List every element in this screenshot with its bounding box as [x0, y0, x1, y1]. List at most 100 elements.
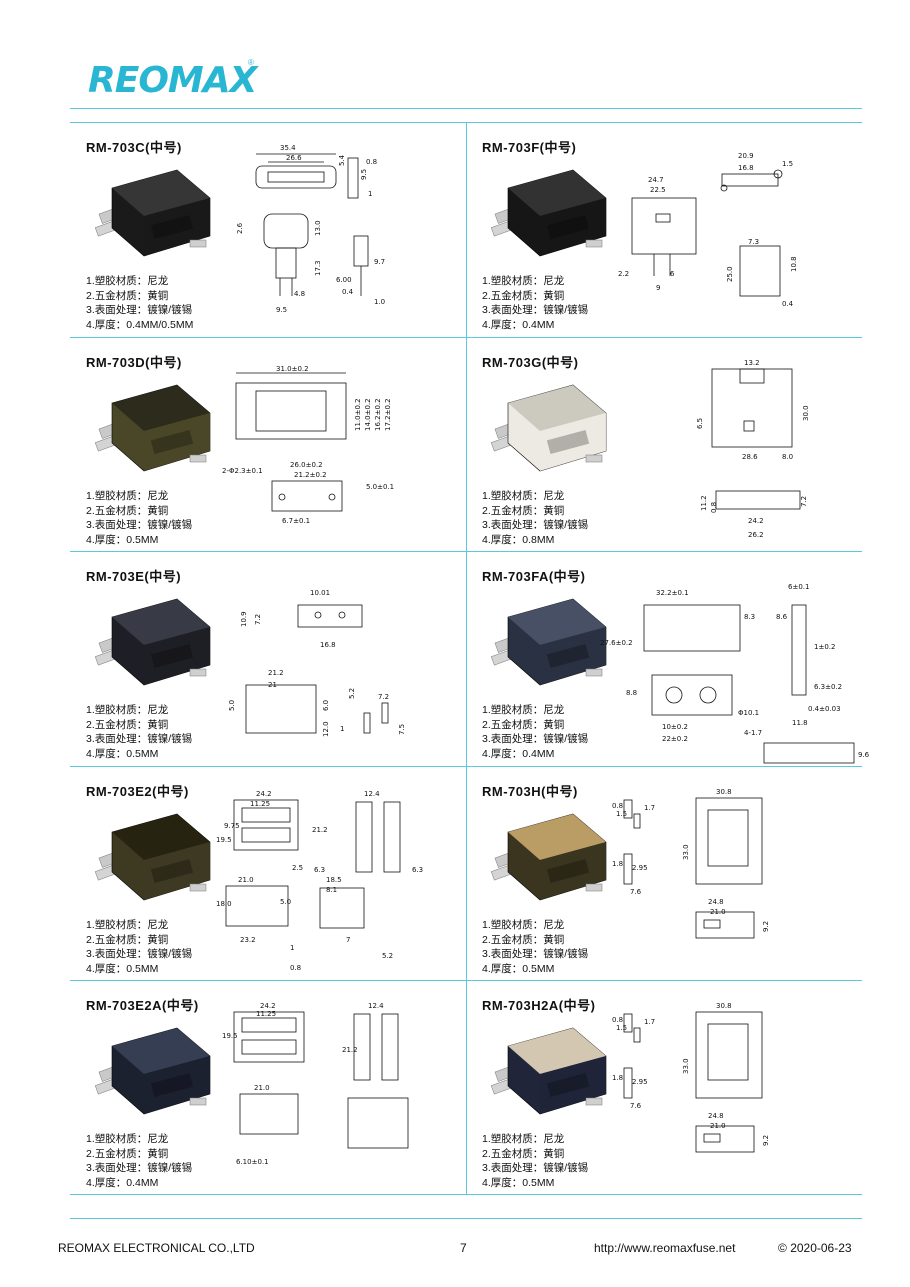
- dimension-label: 16.8: [738, 164, 754, 172]
- dimension-label: 27.6±0.2: [600, 639, 633, 647]
- spec-line: 1.塑胶材质：尼龙: [482, 490, 565, 502]
- dimension-label: 12.4: [368, 1002, 384, 1010]
- dimension-label: 21.0: [710, 908, 726, 916]
- footer-website[interactable]: http://www.reomaxfuse.net: [594, 1241, 736, 1255]
- dimension-label: 7.2: [378, 693, 389, 701]
- product-title: RM-703F(中号): [482, 140, 577, 155]
- dimension-label: 7.2: [800, 496, 808, 507]
- dimension-label: 7.5: [398, 724, 406, 735]
- spec-line: 3.表面处理：镀镍/镀锡: [86, 948, 193, 961]
- dimension-label: 16.2±0.2: [374, 398, 382, 431]
- dimension-label: 21.0: [238, 876, 254, 884]
- spec-line: 2.五金材质：黄铜: [482, 1147, 565, 1160]
- product-photo: [82, 587, 222, 702]
- dimension-label: 5.0±0.1: [366, 483, 394, 491]
- dimension-label: 9.2: [762, 1135, 770, 1146]
- footer-date-symbol: ©: [778, 1241, 787, 1255]
- footer-date: 2020-06-23: [790, 1241, 852, 1255]
- dimension-label: 4-1.7: [744, 729, 762, 737]
- dimension-label: 7.3: [748, 238, 759, 246]
- dimension-label: 4.8: [294, 290, 305, 298]
- dimension-label: 9.5: [360, 169, 368, 180]
- spec-line: 2.五金材质：黄铜: [86, 504, 169, 517]
- footer-company: REOMAX ELECTRONICAL CO.,LTD: [58, 1241, 255, 1255]
- product-title: RM-703E(中号): [86, 569, 182, 584]
- footer-date-wrap: © 2020-06-23: [778, 1241, 852, 1255]
- header-rule: [70, 108, 862, 109]
- dimension-label: 21.2±0.2: [294, 471, 327, 479]
- spec-line: 2.五金材质：黄铜: [482, 504, 565, 517]
- dimension-label: 18.5: [326, 876, 342, 884]
- spec-line: 3.表面处理：镀镍/镀锡: [482, 733, 589, 746]
- dimension-label: 11.25: [250, 800, 270, 808]
- dimension-label: 5.2: [382, 952, 393, 960]
- spec-line: 2.五金材质：黄铜: [482, 933, 565, 946]
- dimension-label: 30.8: [716, 788, 732, 796]
- dimension-label: 35.4: [280, 144, 296, 152]
- dimension-label: 8.3: [744, 613, 755, 621]
- dimension-label: 21.2: [268, 669, 284, 677]
- dimension-label: 0.8: [710, 502, 718, 513]
- dimension-label: 0.4±0.03: [808, 705, 841, 713]
- dimension-label: 5.4: [338, 154, 346, 166]
- footer-page-number: 7: [460, 1241, 467, 1255]
- footer-rule: [70, 1218, 862, 1219]
- dimension-label: 7: [346, 936, 350, 944]
- dimension-label: 0.8: [290, 964, 301, 972]
- spec-line: 3.表面处理：镀镍/镀锡: [86, 304, 193, 317]
- dimension-label: 6.00: [336, 276, 352, 284]
- dimension-label: 11.25: [256, 1010, 276, 1018]
- spec-line: 3.表面处理：镀镍/镀锡: [482, 1162, 589, 1175]
- spec-line: 1.塑胶材质：尼龙: [86, 1133, 169, 1145]
- spec-line: 4.厚度：0.5MM: [86, 962, 159, 975]
- dimension-label: 0.4: [782, 300, 794, 308]
- dimension-label: 10.9: [240, 611, 248, 627]
- spec-line: 2.五金材质：黄铜: [86, 1147, 169, 1160]
- dimension-label: 0.8: [366, 158, 377, 166]
- dimension-label: 9.5: [276, 306, 287, 314]
- dimension-label: 31.0±0.2: [276, 365, 309, 373]
- product-photo: [82, 1016, 222, 1131]
- dimension-label: 26.6: [286, 154, 302, 162]
- dimension-label: 8.1: [326, 886, 337, 894]
- dimension-label: 5.0: [228, 700, 236, 711]
- dimension-label: 1: [290, 944, 294, 952]
- spec-line: 2.五金材质：黄铜: [482, 289, 565, 302]
- spec-line: 3.表面处理：镀镍/镀锡: [86, 519, 193, 532]
- dimension-label: 9.6: [858, 751, 870, 759]
- dimension-label: 2.95: [632, 864, 648, 872]
- dimension-label: 25.0: [726, 266, 734, 282]
- dimension-label: 9.2: [762, 921, 770, 932]
- spec-line: 4.厚度：0.8MM: [482, 533, 555, 546]
- dimension-label: 7.6: [630, 888, 642, 896]
- spec-line: 2.五金材质：黄铜: [86, 933, 169, 946]
- product-photo: [478, 1016, 618, 1131]
- dimension-label: 21.2: [342, 1046, 358, 1054]
- dimension-label: 6.7±0.1: [282, 517, 310, 525]
- logo-text: REOMAX: [88, 60, 257, 101]
- dimension-label: 6±0.1: [788, 583, 809, 591]
- dimension-label: 24.2: [260, 1002, 276, 1010]
- dimension-label: 12.0: [322, 721, 330, 737]
- spec-line: 1.塑胶材质：尼龙: [86, 919, 169, 931]
- dimension-label: 19.5: [222, 1032, 238, 1040]
- dimension-label: 2.5: [292, 864, 303, 872]
- dimension-label: 1: [340, 725, 344, 733]
- dimension-label: 14.0±0.2: [364, 398, 372, 431]
